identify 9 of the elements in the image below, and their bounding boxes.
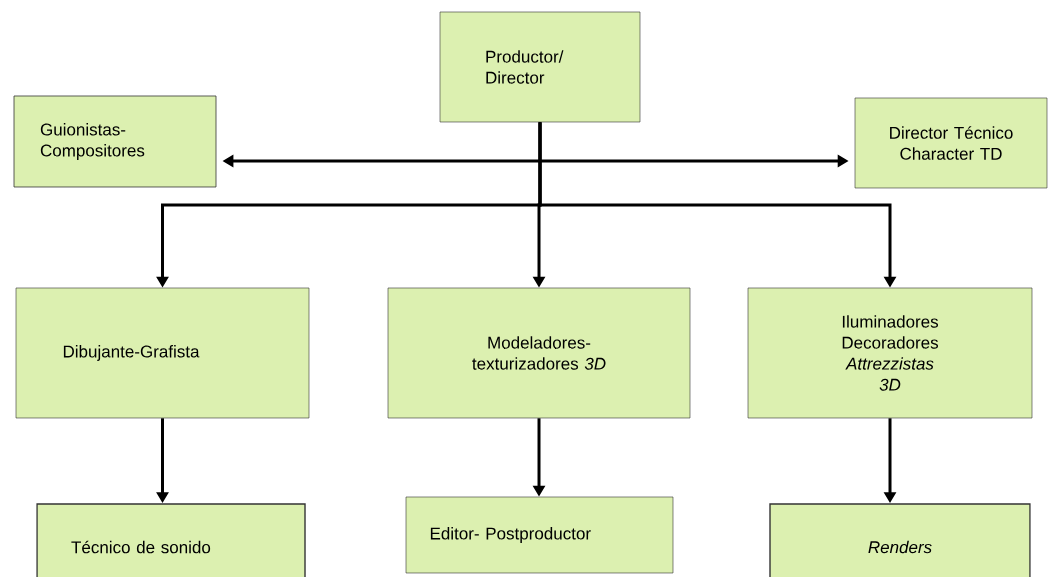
role-box: Guionistas- Compositores: [13, 95, 217, 188]
role-box: Director Técnico Character TD: [854, 97, 1048, 189]
role-box: Iluminadores Decoradores Attrezzistas 3D: [747, 287, 1033, 419]
role-box: Dibujante-Grafista: [15, 287, 310, 419]
role-box: Productor/ Director: [439, 11, 641, 123]
role-box: Técnico de sonido: [36, 503, 306, 577]
role-box: Modeladores- texturizadores 3D: [387, 287, 691, 419]
role-box: Renders: [769, 503, 1031, 577]
role-box: Editor- Postproductor: [405, 496, 674, 574]
